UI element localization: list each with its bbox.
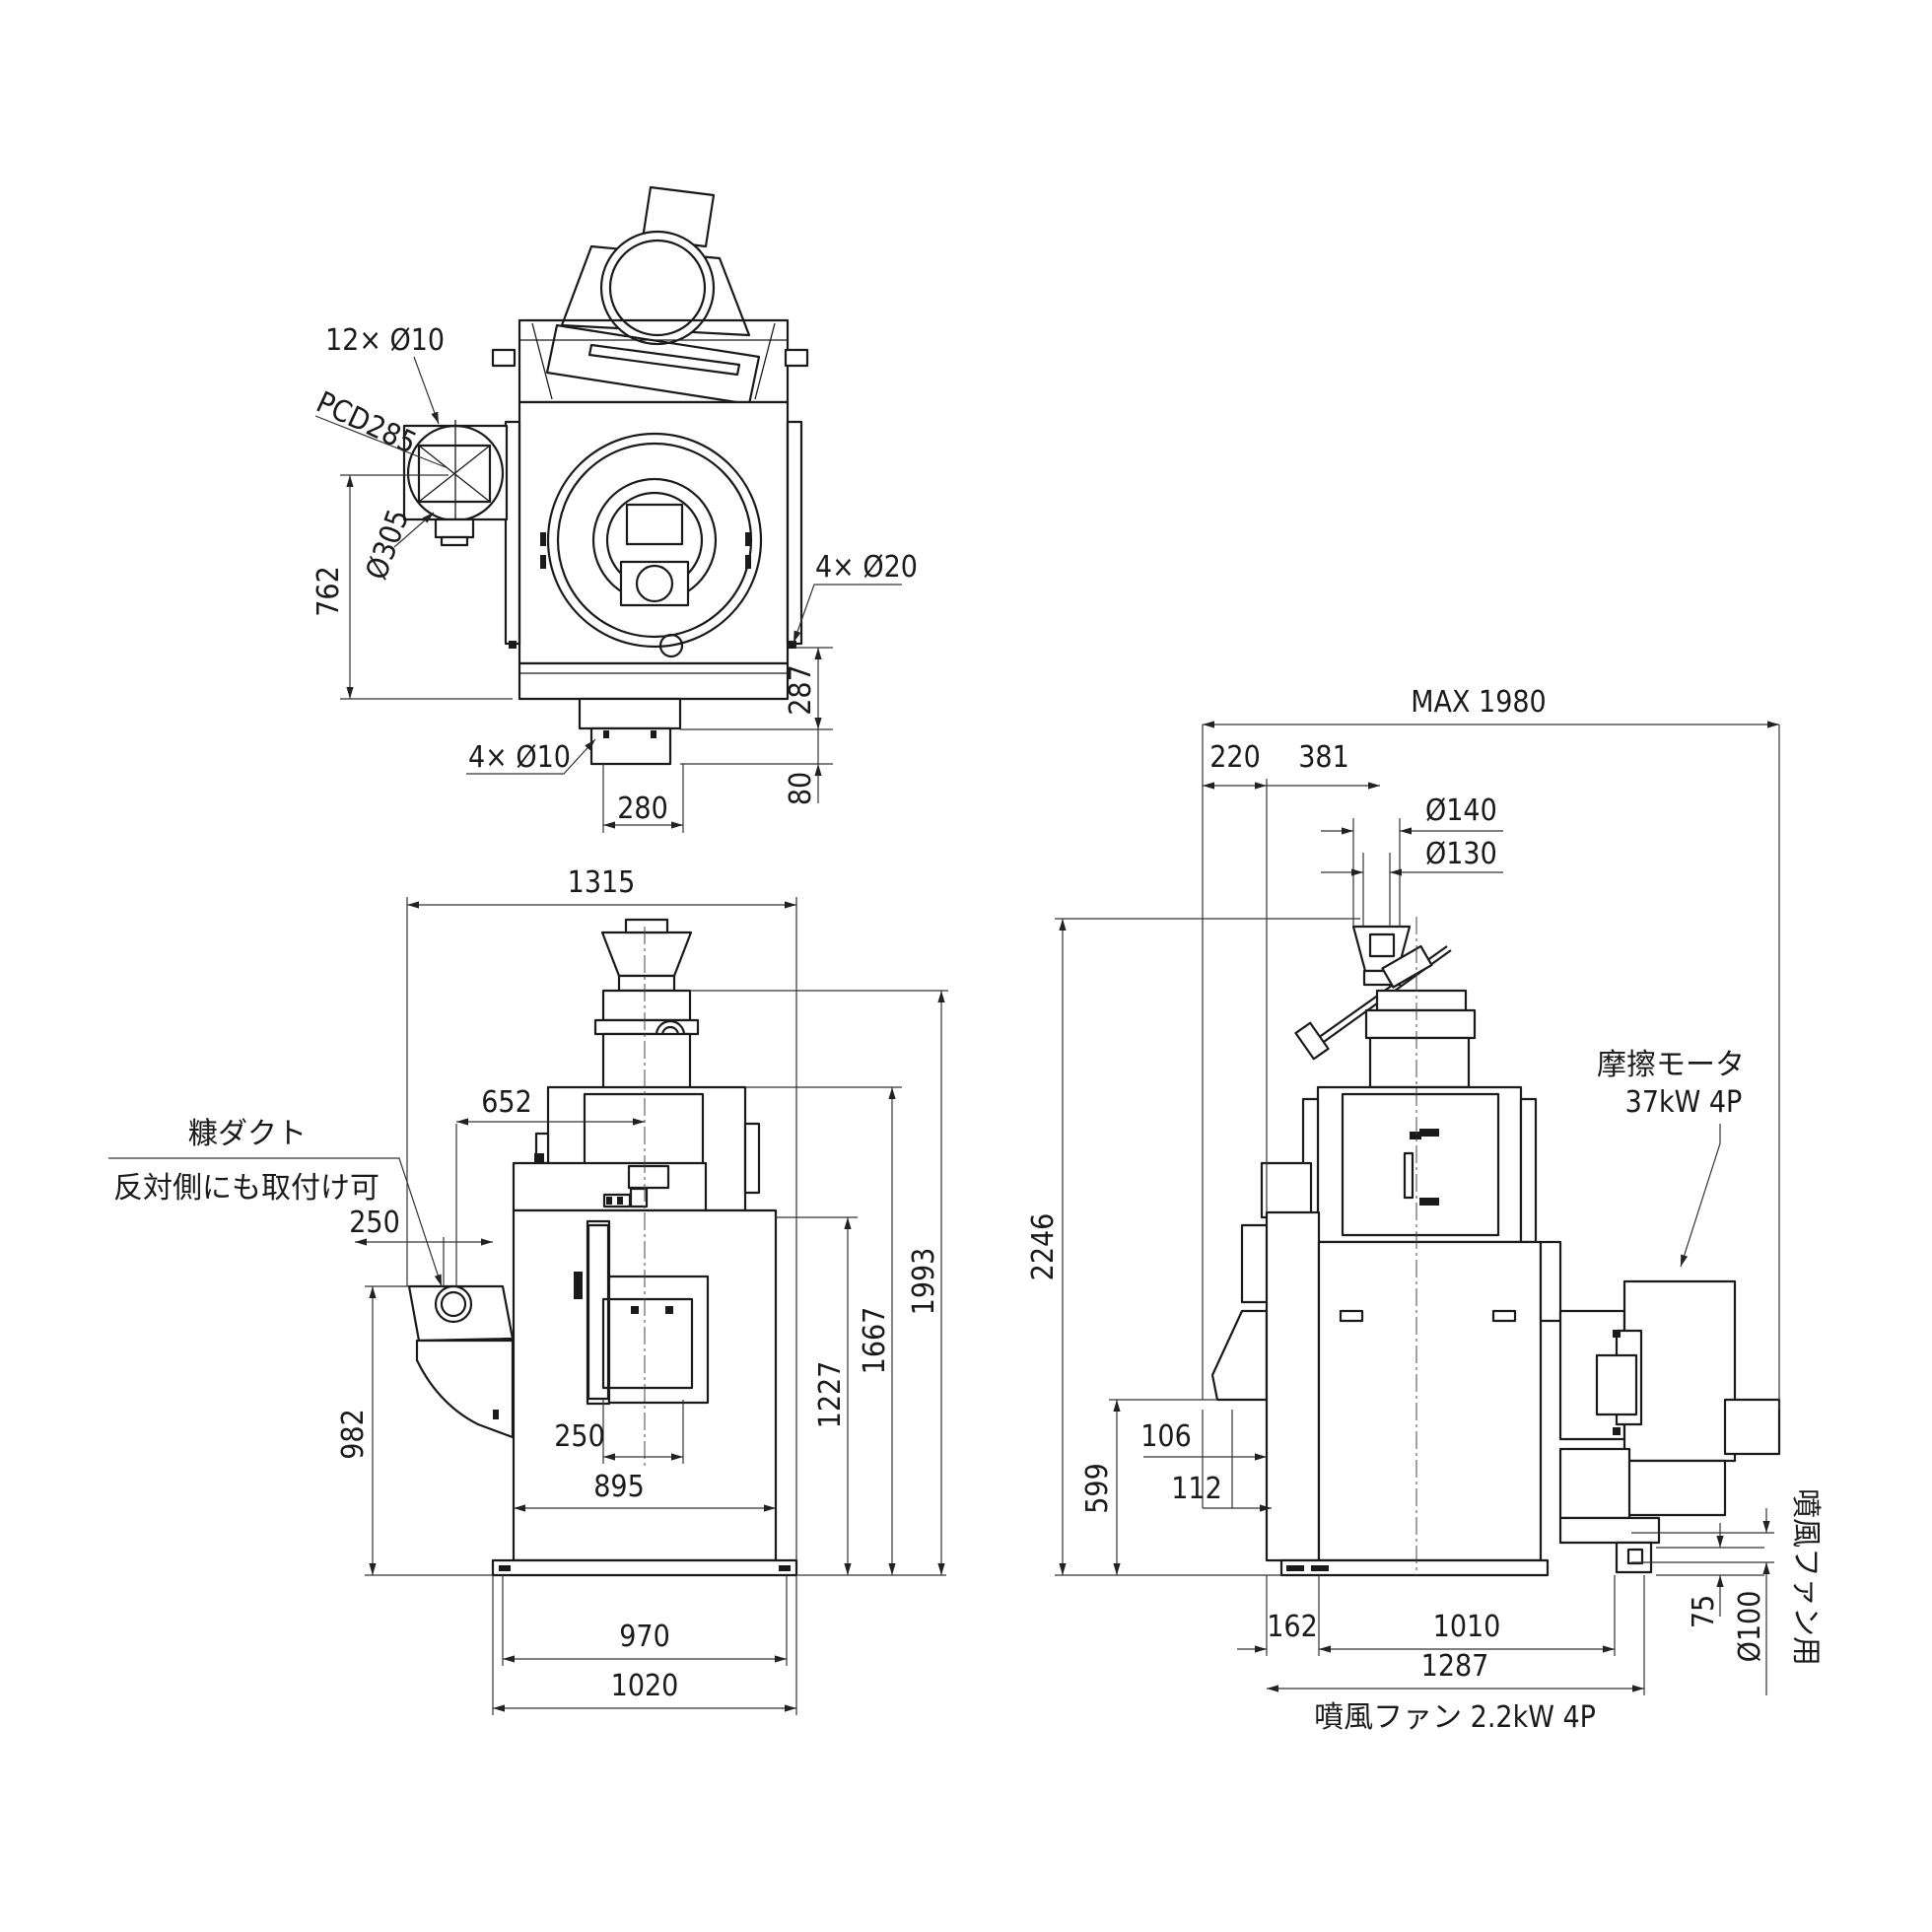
label-80: 80 bbox=[784, 772, 818, 805]
top-motor bbox=[545, 185, 761, 406]
label-1287: 1287 bbox=[1421, 1649, 1489, 1684]
label-4-holes-10: 4× Ø10 bbox=[468, 740, 571, 775]
front-view: 1315 652 糠ダクト 反対側にも取付け可 250 982 250 895 … bbox=[108, 865, 948, 1715]
label-fan-use: 噴風ファン用 bbox=[1788, 1488, 1823, 1666]
label-4-holes-20: 4× Ø20 bbox=[815, 550, 918, 585]
label-pcd: PCD285 bbox=[310, 385, 421, 461]
label-2246: 2246 bbox=[1026, 1213, 1061, 1281]
label-1020: 1020 bbox=[611, 1669, 679, 1703]
label-220: 220 bbox=[1209, 740, 1261, 775]
label-982: 982 bbox=[336, 1409, 371, 1460]
label-112: 112 bbox=[1171, 1472, 1222, 1506]
label-friction-motor: 摩擦モータ bbox=[1597, 1048, 1745, 1082]
label-250-bottom: 250 bbox=[554, 1419, 605, 1454]
label-250-duct: 250 bbox=[349, 1206, 400, 1240]
label-75: 75 bbox=[1687, 1595, 1721, 1628]
friction-motor bbox=[1558, 1279, 1781, 1574]
label-599: 599 bbox=[1080, 1463, 1115, 1514]
label-motor-spec: 37kW 4P bbox=[1625, 1085, 1743, 1120]
label-1993: 1993 bbox=[907, 1248, 941, 1316]
side-view: MAX 1980 220 381 Ø140 Ø130 2246 摩擦モータ 37… bbox=[1026, 685, 1823, 1735]
label-dia140: Ø140 bbox=[1425, 794, 1497, 828]
label-1667: 1667 bbox=[858, 1307, 892, 1375]
label-970: 970 bbox=[619, 1620, 670, 1654]
top-view: 12× Ø10 PCD285 Ø305 762 4× Ø20 287 80 4×… bbox=[310, 185, 918, 833]
label-287: 287 bbox=[784, 664, 818, 716]
label-fan-spec: 噴風ファン 2.2kW 4P bbox=[1314, 1700, 1596, 1735]
label-162: 162 bbox=[1267, 1610, 1318, 1644]
label-duct-note: 反対側にも取付け可 bbox=[113, 1171, 380, 1206]
label-1010: 1010 bbox=[1433, 1610, 1501, 1644]
label-106: 106 bbox=[1140, 1419, 1192, 1454]
label-dia305: Ø305 bbox=[360, 505, 417, 584]
label-652: 652 bbox=[481, 1085, 532, 1120]
label-dia100: Ø100 bbox=[1733, 1591, 1767, 1663]
label-1227: 1227 bbox=[813, 1361, 848, 1429]
label-max1980: MAX 1980 bbox=[1411, 685, 1546, 720]
label-bran-duct: 糠ダクト bbox=[188, 1117, 307, 1151]
label-762: 762 bbox=[311, 566, 346, 617]
label-895: 895 bbox=[593, 1470, 645, 1504]
label-1315: 1315 bbox=[568, 865, 636, 900]
label-280: 280 bbox=[617, 792, 668, 826]
side-flange bbox=[402, 420, 509, 547]
label-12-holes: 12× Ø10 bbox=[325, 323, 445, 358]
bran-duct bbox=[407, 1284, 515, 1439]
label-dia130: Ø130 bbox=[1425, 837, 1497, 871]
label-381: 381 bbox=[1298, 740, 1349, 775]
